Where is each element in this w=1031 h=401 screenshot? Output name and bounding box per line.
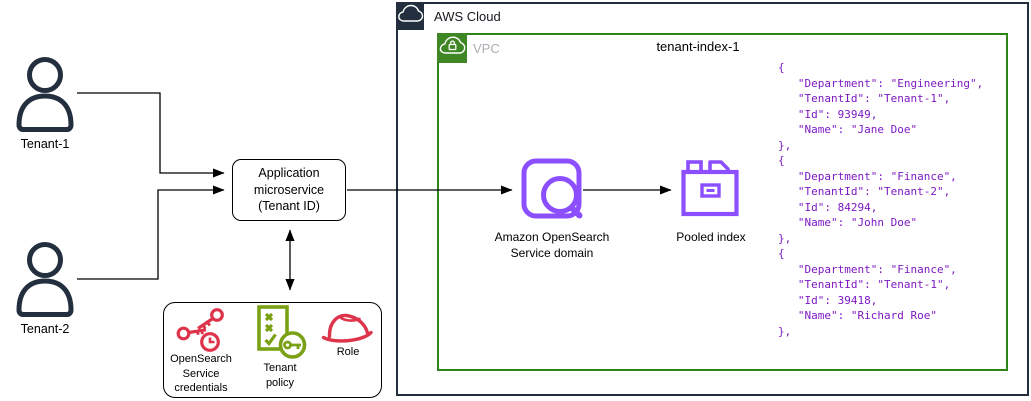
hard-hat-icon (321, 313, 373, 343)
opensearch-label: Amazon OpenSearch Service domain (494, 230, 610, 260)
aws-cloud-boundary (396, 2, 1029, 396)
user-icon (16, 57, 74, 132)
aws-cloud-label: AWS Cloud (434, 9, 501, 24)
role-label: Role (336, 346, 360, 358)
tenant-policy-label: Tenant policy (263, 362, 297, 389)
user-icon (16, 242, 74, 317)
vpc-boundary (437, 33, 1008, 371)
policy-checklist-key-icon (257, 305, 307, 359)
tenant2-label: Tenant-2 (20, 322, 70, 336)
vpc-title: tenant-index-1 (656, 39, 740, 54)
vpc-label: VPC (473, 41, 500, 56)
opensearch-magnifier-icon (521, 158, 583, 219)
connector-tenant1-to-app (77, 92, 225, 178)
pooled-index-label: Pooled index (676, 230, 746, 244)
aws-cloud-icon (396, 2, 424, 30)
keys-clock-icon (176, 308, 224, 352)
credentials-label: OpenSearch Service credentials (170, 353, 232, 394)
connector-tenant2-to-app (77, 185, 225, 280)
application-microservice-box: Application microservice (Tenant ID) (232, 159, 346, 221)
index-json-code: { "Department": "Engineering", "TenantId… (778, 61, 984, 338)
tenant1-label: Tenant-1 (20, 137, 70, 151)
vpc-cloud-lock-icon (437, 33, 467, 63)
index-drawer-icon (681, 160, 739, 217)
